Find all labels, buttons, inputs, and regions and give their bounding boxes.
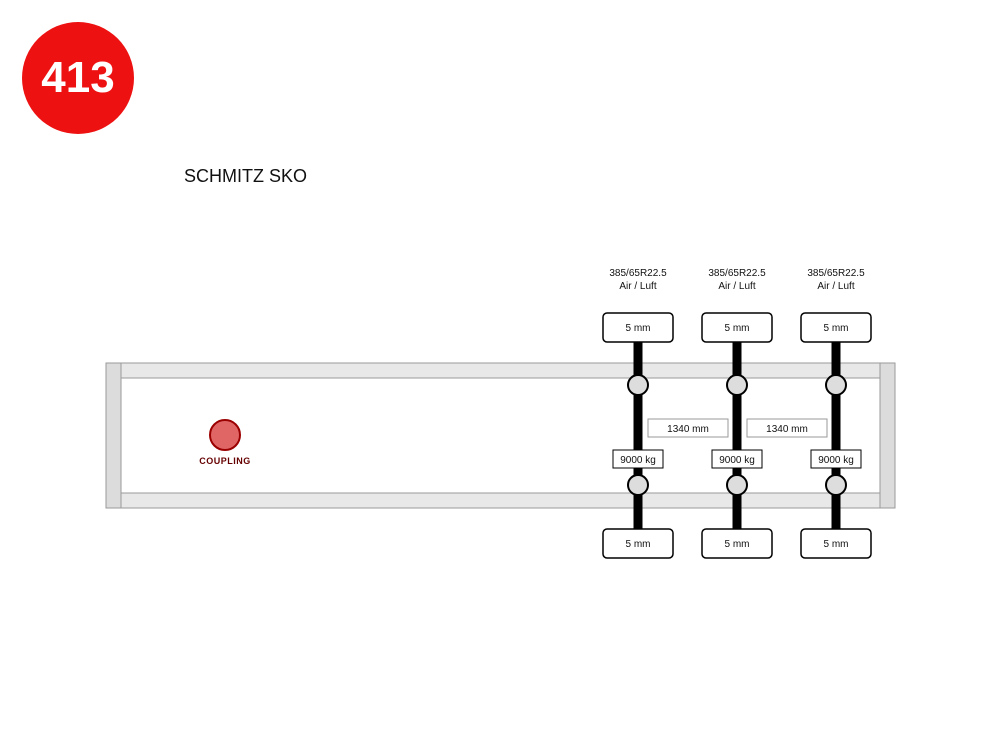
axle-number: 413 [41,53,115,102]
axle-1-top-wheel [602,312,674,343]
axle-3-suspension: Air / Luft [817,281,854,292]
axle-3-tyre-size: 385/65R22.5 [807,268,865,279]
axle-1-bottom-hub [627,474,649,496]
axle-3-top-gap: 5 mm [824,323,849,334]
axle-1-suspension: Air / Luft [619,281,656,292]
axle-2-tyre-size: 385/65R22.5 [708,268,766,279]
axle-3-bottom-wheel [800,528,872,559]
coupling-label: COUPLING [199,456,251,466]
frame-rail-top [105,362,896,379]
axle-spacing-1-box [647,418,729,438]
axle-3-bottom-hub [825,474,847,496]
axle-3-load-box [810,449,862,469]
axle-2-load-box [711,449,763,469]
axle-2-bottom-hub [726,474,748,496]
axle-spacing-1-value: 1340 mm [667,424,709,435]
axle-1-bottom-gap: 5 mm [626,539,651,550]
axle-1-shaft [633,342,643,529]
axle-2-top-hub [726,374,748,396]
axle-2: 385/65R22.5 Air / Luft 5 mm 5 mm 9000 kg [701,268,773,559]
axle-2-top-gap: 5 mm [725,323,750,334]
axle-spacing-2-value: 1340 mm [766,424,808,435]
axle-1-load-box [612,449,664,469]
axle-2-suspension: Air / Luft [718,281,755,292]
axle-3-shaft [831,342,841,529]
coupling-icon [209,419,241,451]
frame-rail-bottom [105,492,896,509]
axle-spacing-1: 1340 mm [647,418,729,438]
axle-1-load: 9000 kg [620,455,656,466]
axle-spacing-2: 1340 mm [746,418,828,438]
axle-2-top-wheel [701,312,773,343]
frame-end-rear [879,362,896,509]
axle-spacing-2-box [746,418,828,438]
axle-3-top-wheel [800,312,872,343]
axle-2-bottom-wheel [701,528,773,559]
axle-3-load: 9000 kg [818,455,854,466]
coupling-point: COUPLING [199,419,251,466]
axle-1-bottom-wheel [602,528,674,559]
axle-2-load: 9000 kg [719,455,755,466]
frame-end-front [105,362,122,509]
axle-2-bottom-gap: 5 mm [725,539,750,550]
axle-1-tyre-size: 385/65R22.5 [609,268,667,279]
trailer-model-title: SCHMITZ SKO [184,166,308,186]
axle-3: 385/65R22.5 Air / Luft 5 mm 5 mm 9000 kg [800,268,872,559]
axle-3-top-hub [825,374,847,396]
axle-2-shaft [732,342,742,529]
axle-1-top-hub [627,374,649,396]
axle-number-badge: 413 [22,22,134,134]
axle-1-top-gap: 5 mm [626,323,651,334]
axle-3-bottom-gap: 5 mm [824,539,849,550]
axle-1: 385/65R22.5 Air / Luft 5 mm 5 mm 9000 kg [602,268,674,559]
